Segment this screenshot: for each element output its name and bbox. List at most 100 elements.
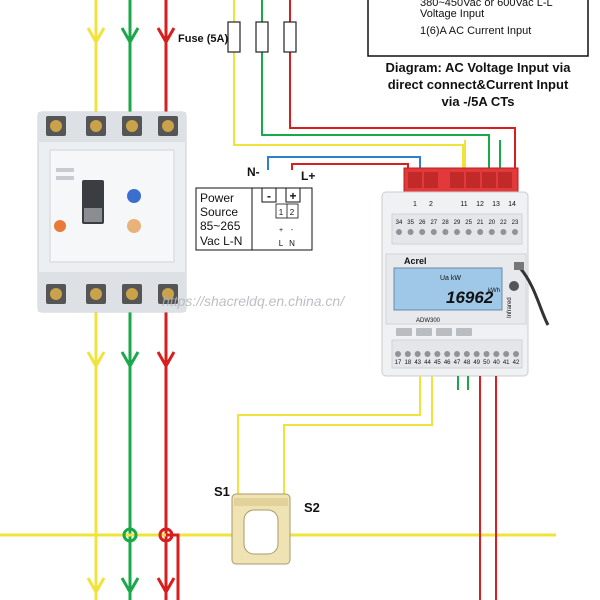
meter-button-1[interactable]: [396, 328, 412, 336]
pin-n: N: [289, 239, 295, 248]
lower-terminal-18: 18: [404, 360, 411, 366]
title-line-3: via -/5A CTs: [442, 94, 515, 109]
top-terminal-13: 13: [492, 201, 500, 208]
diagram-title: Diagram: AC Voltage Input via direct con…: [386, 60, 572, 109]
meter-model: ADW300: [416, 318, 441, 324]
meter-top-screws: [408, 172, 512, 188]
lower-terminal-48: 48: [463, 360, 470, 366]
spec-line-1: 380~450Vac or 600Vac L-L: [420, 0, 553, 9]
upper-terminal-28: 28: [442, 220, 449, 226]
top-terminal-2: 2: [429, 201, 433, 208]
upper-terminal-34: 34: [396, 220, 403, 226]
upper-terminal-screw-25: [465, 229, 472, 235]
meter-button-4[interactable]: [456, 328, 472, 336]
upper-terminal-23: 23: [512, 220, 519, 226]
lower-terminal-40: 40: [493, 360, 500, 366]
arrow-yellow-top: [86, 27, 106, 46]
meter-button-2[interactable]: [416, 328, 432, 336]
top-terminal-12: 12: [476, 201, 484, 208]
minus-symbol: -: [267, 189, 271, 203]
antenna-cable: [518, 267, 550, 326]
upper-terminal-25: 25: [465, 220, 472, 226]
lcd-value: 16962: [446, 288, 494, 307]
upper-terminal-screw-22: [500, 229, 507, 235]
top-terminal-1: 1: [413, 201, 417, 208]
upper-terminal-screw-35: [407, 229, 414, 235]
lower-terminal-screw-40: [493, 351, 500, 357]
arrow-red-bottom: [156, 577, 176, 596]
lower-terminal-50: 50: [483, 360, 490, 366]
pin-2: 2: [290, 208, 295, 217]
meter-button-3[interactable]: [436, 328, 452, 336]
arrow-yellow-bottom: [86, 577, 106, 596]
watermark-text: https://shacreldq.en.china.cn/: [162, 293, 346, 309]
lower-terminal-screw-17: [395, 351, 401, 357]
ct-level-bus: [0, 527, 556, 600]
arrow-yellow-mid: [86, 351, 106, 370]
lower-terminal-44: 44: [424, 360, 431, 366]
upper-terminal-screw-29: [454, 229, 460, 235]
ct-s1-label: S1: [214, 484, 230, 499]
meter-lcd: [393, 267, 503, 311]
lower-terminal-42: 42: [513, 360, 520, 366]
pin-minus-small: -: [291, 227, 294, 234]
arrow-green-mid: [120, 351, 140, 370]
lower-terminal-screw-43: [414, 351, 421, 357]
plus-symbol: +: [289, 189, 296, 203]
infrared-label: Infrared: [507, 297, 513, 318]
arrow-red-mid: [156, 351, 176, 370]
upper-terminal-screw-28: [442, 229, 449, 235]
fuse-yellow: [227, 21, 241, 53]
upper-terminal-screw-21: [477, 229, 484, 235]
ct-s2-label: S2: [304, 500, 320, 515]
upper-terminal-35: 35: [407, 220, 414, 226]
ps-line-4: Vac L-N: [200, 234, 242, 248]
lower-terminal-screw-41: [503, 351, 510, 357]
lower-terminal-17: 17: [395, 360, 402, 366]
arrow-green-top: [120, 27, 140, 46]
upper-terminal-20: 20: [488, 220, 495, 226]
lower-terminal-screw-48: [463, 351, 470, 357]
arrow-red-top: [156, 27, 176, 46]
lower-terminal-47: 47: [454, 360, 461, 366]
ps-line-3: 85~265: [200, 219, 241, 233]
lower-terminal-49: 49: [473, 360, 480, 366]
spec-line-2: Voltage Input: [420, 8, 484, 20]
current-wires: [237, 376, 497, 600]
fuse-green: [255, 21, 269, 53]
top-terminal-14: 14: [508, 201, 516, 208]
upper-terminal-29: 29: [454, 220, 461, 226]
lower-terminal-screw-46: [444, 351, 451, 357]
ps-line-2: Source: [200, 205, 238, 219]
pin-1: 1: [279, 208, 284, 217]
upper-terminal-screw-23: [512, 229, 518, 235]
current-transformer: S1 S2: [214, 484, 320, 565]
n-minus-label: N-: [247, 165, 260, 179]
lower-terminal-screw-42: [513, 351, 519, 357]
title-line-2: direct connect&Current Input: [388, 77, 569, 92]
upper-terminal-screw-26: [419, 229, 426, 235]
l-plus-label: L+: [301, 169, 315, 183]
fuse-red: [283, 21, 297, 53]
upper-terminal-21: 21: [477, 220, 484, 226]
meter-brand: Acrel: [404, 256, 427, 266]
upper-terminal-27: 27: [430, 220, 437, 226]
spec-box: 380~450Vac or 600Vac L-L Voltage Input 1…: [367, 0, 589, 57]
fuses: Fuse (5A): [178, 21, 297, 53]
spec-line-3: 1(6)A AC Current Input: [420, 25, 531, 37]
upper-terminal-screw-20: [488, 229, 495, 235]
upper-terminal-26: 26: [419, 220, 426, 226]
lower-terminal-screw-49: [473, 351, 480, 357]
lower-terminal-screw-18: [404, 351, 411, 357]
breaker-bottom-terminals: [46, 284, 178, 304]
lower-terminal-41: 41: [503, 360, 510, 366]
lower-terminal-43: 43: [414, 360, 421, 366]
lower-terminal-screw-45: [434, 351, 441, 357]
lcd-unit: kWh: [488, 288, 500, 294]
pin-plus-small: +: [279, 227, 283, 234]
